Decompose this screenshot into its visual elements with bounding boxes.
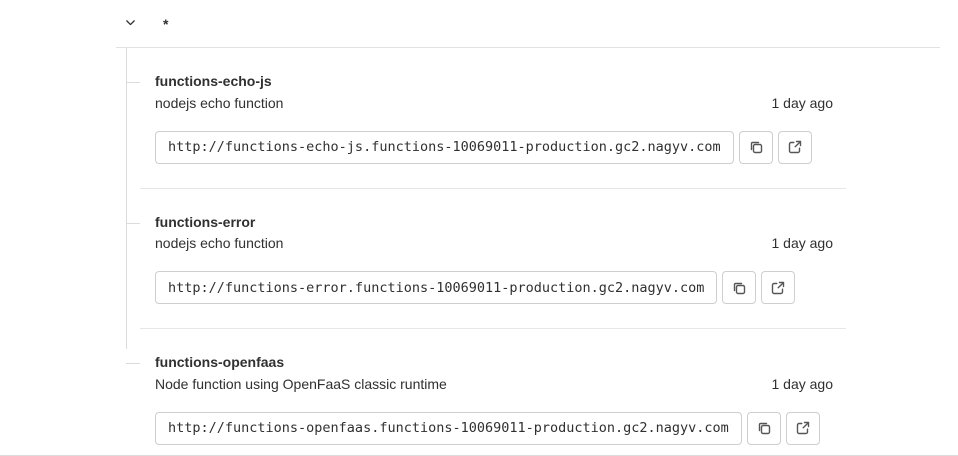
function-name: functions-echo-js bbox=[155, 73, 272, 89]
environment-header: * bbox=[0, 0, 958, 47]
function-url-row: http://functions-error.functions-1006901… bbox=[155, 271, 833, 304]
function-text-block: functions-error nodejs echo function bbox=[155, 214, 283, 255]
tree-connector bbox=[126, 48, 127, 349]
function-url-field[interactable]: http://functions-echo-js.functions-10069… bbox=[155, 130, 734, 164]
environment-name: * bbox=[163, 15, 169, 32]
function-url-row: http://functions-echo-js.functions-10069… bbox=[155, 130, 833, 164]
function-age: 1 day ago bbox=[771, 235, 834, 251]
collapse-environment-button[interactable] bbox=[120, 14, 140, 34]
chevron-down-icon bbox=[124, 16, 137, 32]
open-url-button[interactable] bbox=[785, 411, 820, 445]
function-description: nodejs echo function bbox=[155, 235, 284, 251]
function-url-field[interactable]: http://functions-error.functions-1006901… bbox=[155, 271, 718, 304]
function-age: 1 day ago bbox=[771, 94, 834, 111]
function-age: 1 day ago bbox=[771, 375, 834, 392]
function-list: functions-echo-js nodejs echo function 1… bbox=[126, 48, 846, 455]
external-link-icon bbox=[795, 420, 811, 436]
header-divider bbox=[116, 47, 940, 48]
external-link-icon bbox=[787, 139, 803, 155]
function-url-text: http://functions-error.functions-1006901… bbox=[168, 279, 705, 296]
copy-icon bbox=[756, 420, 772, 436]
copy-url-button[interactable] bbox=[722, 271, 757, 304]
function-list-item: functions-openfaas Node function using O… bbox=[126, 329, 846, 455]
function-description: nodejs echo function bbox=[155, 94, 284, 111]
function-item-header: functions-error nodejs echo function 1 d… bbox=[155, 214, 833, 255]
open-url-button[interactable] bbox=[761, 271, 796, 304]
function-text-block: functions-echo-js nodejs echo function bbox=[155, 73, 283, 114]
function-url-row: http://functions-openfaas.functions-1006… bbox=[155, 411, 833, 445]
function-text-block: functions-openfaas Node function using O… bbox=[155, 354, 447, 395]
external-link-icon bbox=[770, 280, 786, 296]
function-list-item: functions-error nodejs echo function 1 d… bbox=[126, 189, 846, 329]
function-description: Node function using OpenFaaS classic run… bbox=[155, 375, 447, 392]
copy-icon bbox=[748, 139, 764, 155]
copy-url-button[interactable] bbox=[746, 411, 781, 445]
function-item-header: functions-openfaas Node function using O… bbox=[155, 354, 833, 395]
function-url-field[interactable]: http://functions-openfaas.functions-1006… bbox=[155, 411, 742, 445]
copy-icon bbox=[731, 280, 747, 296]
copy-url-button[interactable] bbox=[738, 130, 773, 164]
function-list-item: functions-echo-js nodejs echo function 1… bbox=[126, 48, 846, 189]
function-name: functions-openfaas bbox=[155, 354, 285, 370]
function-name: functions-error bbox=[155, 213, 256, 230]
function-url-text: http://functions-echo-js.functions-10069… bbox=[168, 139, 721, 155]
function-url-text: http://functions-openfaas.functions-1006… bbox=[168, 420, 729, 436]
open-url-button[interactable] bbox=[777, 130, 812, 164]
function-item-header: functions-echo-js nodejs echo function 1… bbox=[155, 73, 833, 114]
